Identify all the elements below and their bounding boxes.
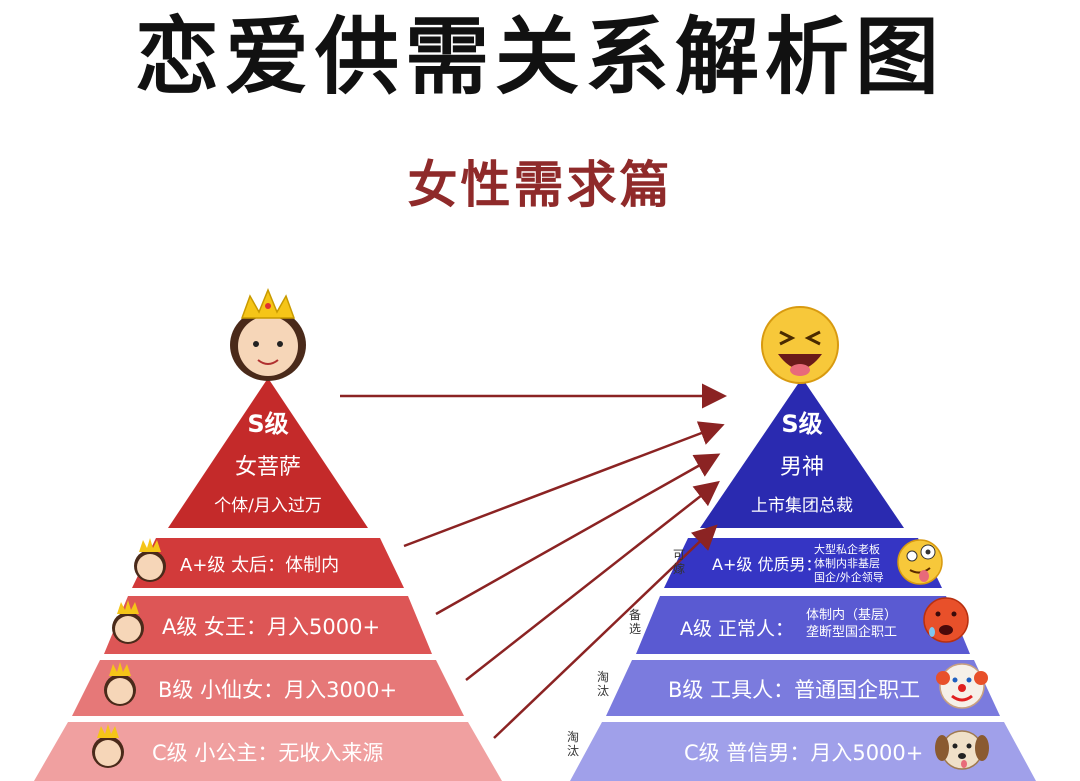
male-aplus-note-line: 国企/外企领导 [814, 571, 884, 584]
male-top-text: S级 男神 上市集团总裁 [722, 404, 882, 516]
queen-emoji-layer-aplus [134, 538, 166, 582]
queen-crown-emoji-top [230, 288, 306, 381]
arrow-c-to-aplus [493, 524, 718, 739]
male-top-level: S级 [781, 410, 823, 438]
male-a-tag: 备选 [628, 608, 641, 636]
male-layer-b-label: B级 工具人：普通国企职工 [668, 678, 921, 702]
male-aplus-tag: 可嫁 [672, 548, 685, 576]
female-layer-c-label: C级 小公主：无收入来源 [152, 741, 384, 765]
arrow-b-to-s [465, 480, 720, 681]
page-title: 恋爱供需关系解析图 [134, 8, 945, 106]
male-top-triangle [700, 378, 904, 528]
female-layer-aplus-label: A+级 太后：体制内 [180, 555, 340, 576]
male-layer-a-label: A级 正常人： [680, 618, 795, 640]
female-layer-a-label: A级 女王：月入5000+ [162, 615, 381, 639]
female-top-desc: 个体/月入过万 [214, 496, 322, 516]
laughing-emoji-top [761, 306, 839, 384]
male-aplus-note-line: 体制内非基层 [814, 557, 880, 570]
male-layer-c [570, 722, 1036, 781]
female-top-triangle [168, 378, 368, 528]
page-subtitle: 女性需求篇 [407, 156, 673, 214]
queen-emoji-layer-b [104, 662, 136, 706]
male-layer-a [636, 596, 970, 654]
female-layer-c [34, 722, 502, 781]
male-layer-c-label: C级 普信男：月入5000+ [684, 741, 924, 765]
male-top-desc: 上市集团总裁 [751, 496, 853, 516]
female-top-name: 女菩萨 [234, 455, 301, 480]
male-layer-a-note: 体制内（基层） 垄断型国企职工 [806, 607, 897, 641]
goofy-emoji [897, 539, 943, 585]
female-top-level: S级 [247, 410, 289, 438]
queen-emoji-layer-a [112, 600, 144, 644]
male-layer-a-plus [664, 538, 942, 588]
queen-emoji-layer-c [92, 724, 124, 768]
clown-emoji [936, 663, 988, 709]
dog-emoji [935, 730, 989, 770]
arrow-aplus-to-s [403, 421, 725, 548]
hot-face-emoji [923, 597, 969, 643]
male-layer-aplus-label: A+级 优质男： [712, 555, 822, 574]
female-top-text: S级 女菩萨 个体/月入过万 [188, 404, 348, 516]
male-a-note-line: 垄断型国企职工 [806, 625, 898, 640]
male-a-note-line: 体制内（基层） [806, 608, 898, 623]
arrow-a-to-s [435, 453, 721, 616]
female-layer-b-label: B级 小仙女：月入3000+ [158, 678, 398, 702]
male-aplus-note-line: 大型私企老板 [814, 543, 880, 556]
female-layer-a [104, 596, 432, 654]
male-b-tag: 淘汰 [596, 670, 609, 698]
male-top-name: 男神 [779, 455, 824, 480]
female-layer-a-plus [132, 538, 404, 588]
male-layer-b [606, 660, 1000, 716]
male-c-tag: 淘汰 [566, 730, 579, 758]
male-layer-aplus-note: 大型私企老板 体制内非基层 国企/外企领导 [814, 543, 884, 585]
female-layer-b [72, 660, 464, 716]
